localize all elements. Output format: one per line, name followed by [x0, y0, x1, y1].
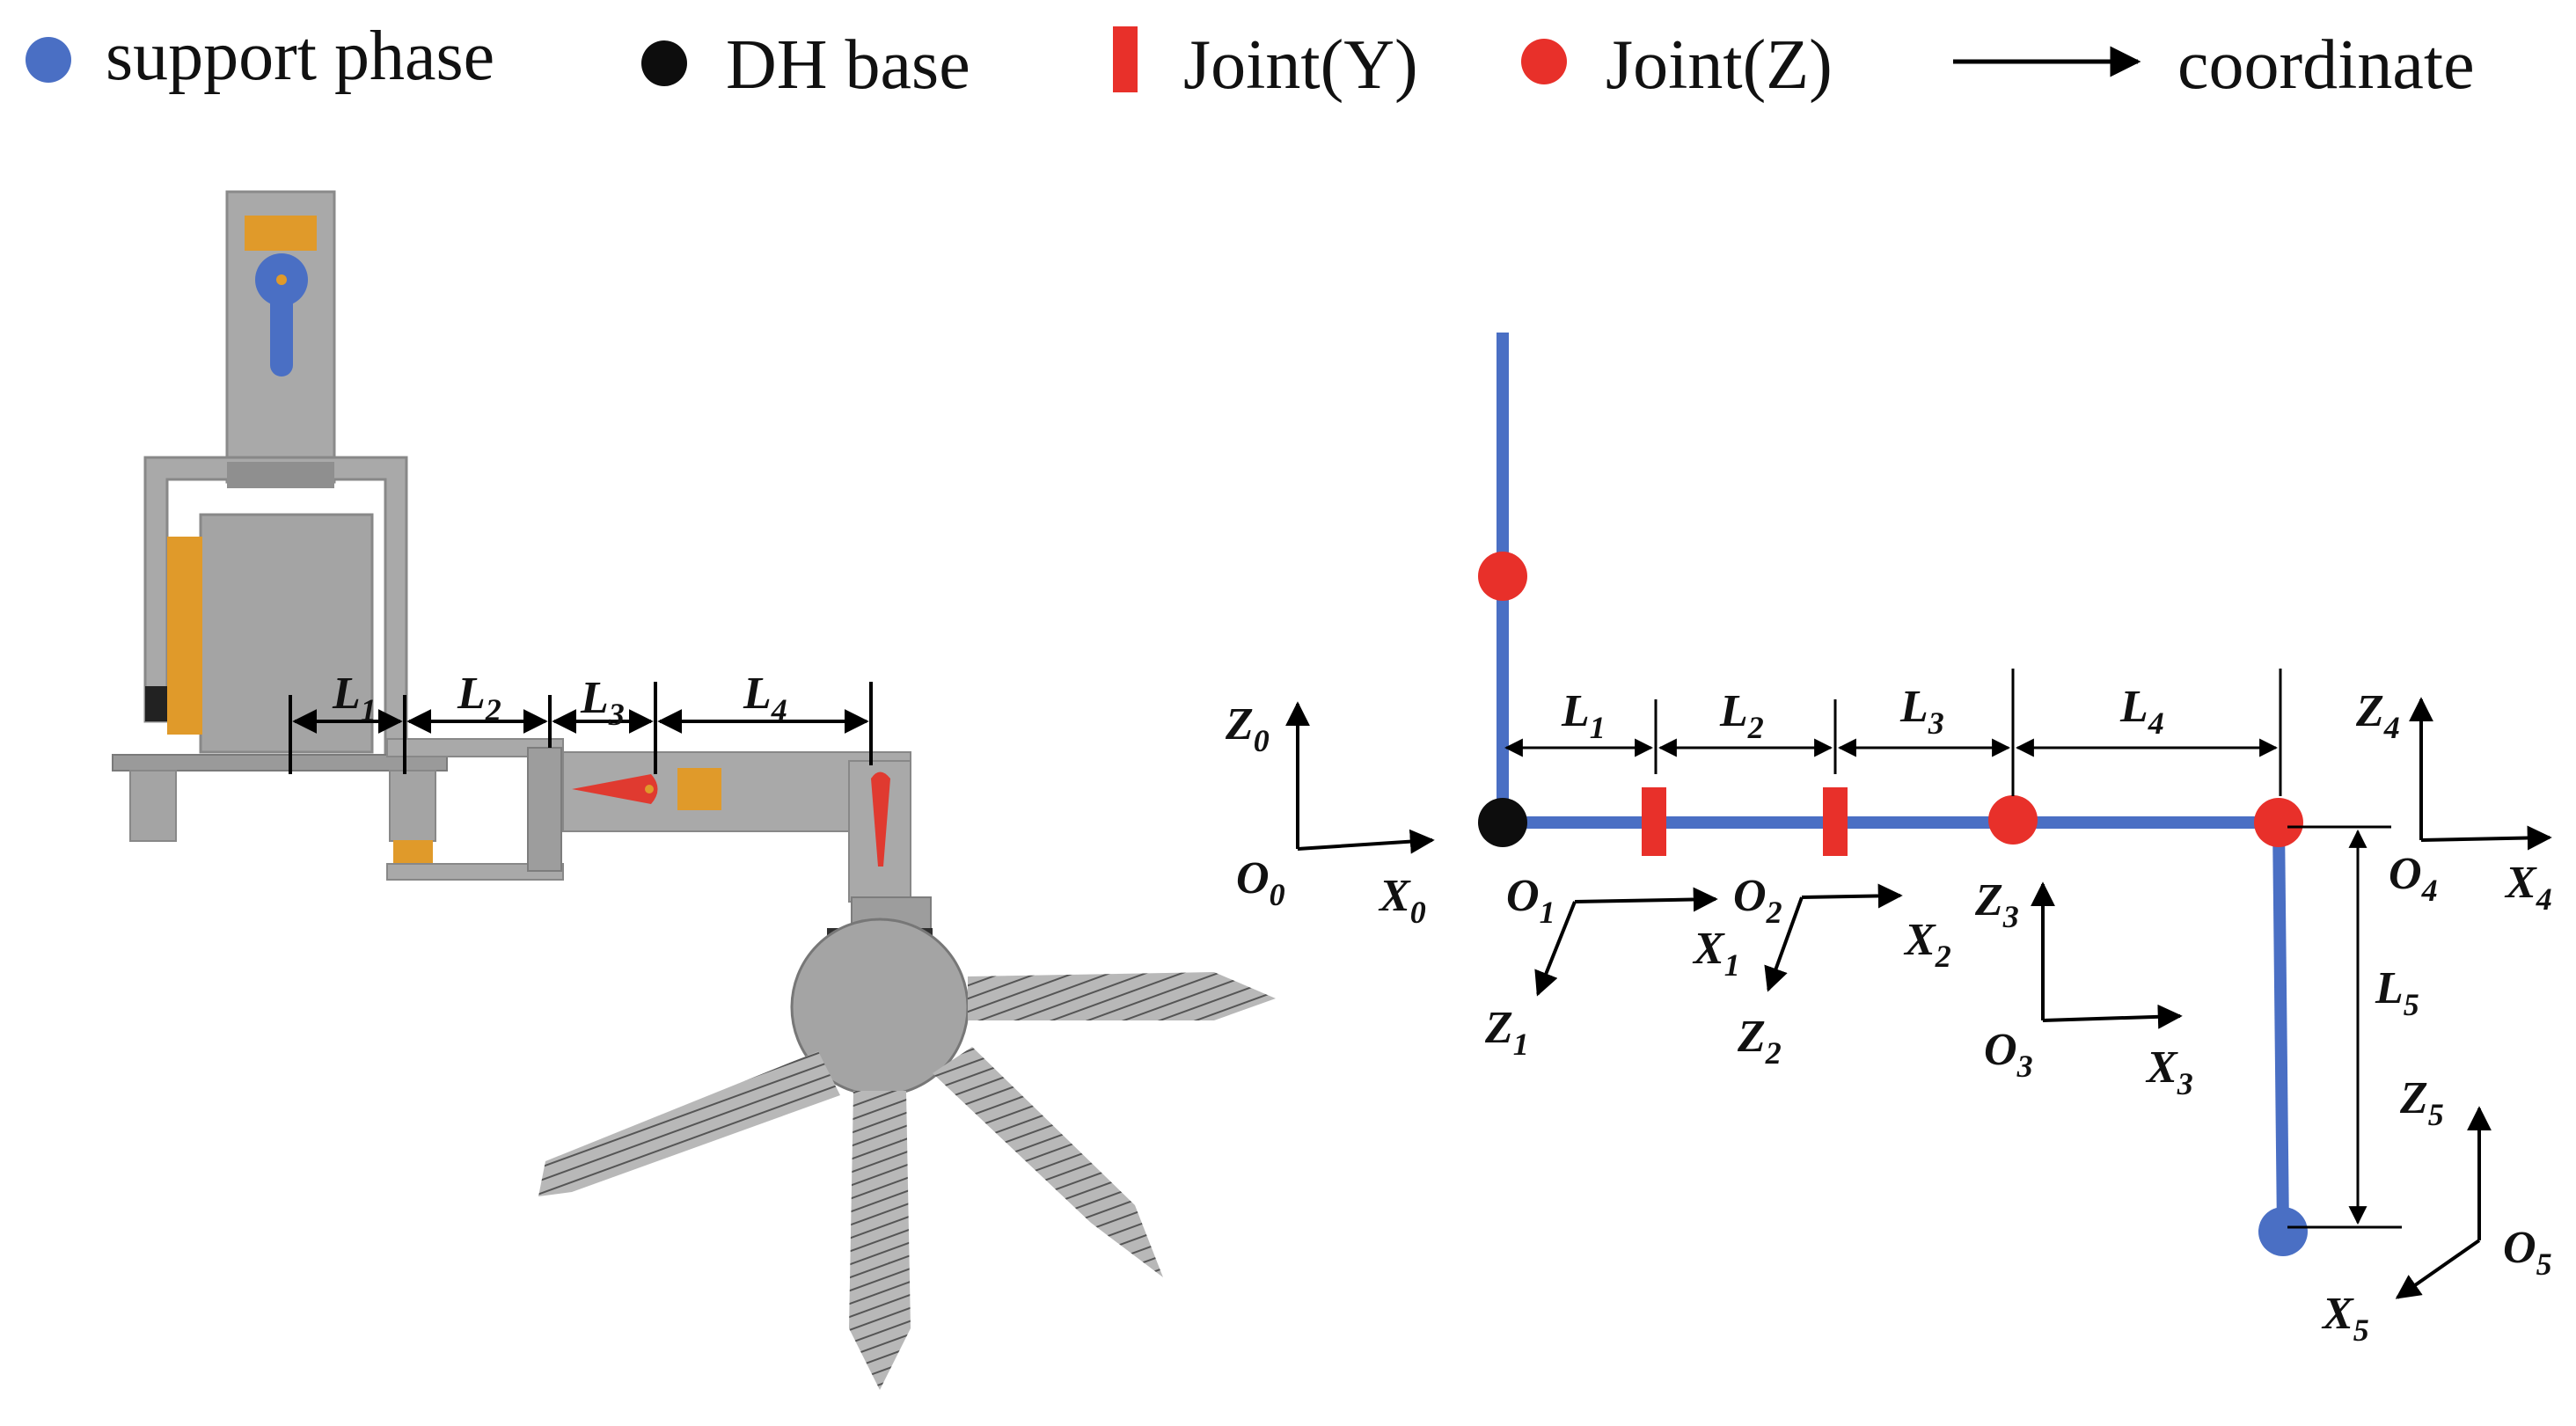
robot-label-L1: L1	[332, 669, 377, 728]
robot-top-bracket	[245, 216, 317, 251]
legend-label-joint-y: Joint(Y)	[1183, 26, 1418, 104]
robot-label-L4: L4	[743, 669, 787, 728]
legend-item-support-phase: support phase	[26, 18, 494, 95]
robot-screw-leg-right-lower	[933, 1047, 1163, 1277]
robot-red-lever-vertical	[871, 772, 890, 867]
frame-3-label-O: O3	[1984, 1025, 2033, 1084]
frame-5-label-O: O5	[2503, 1223, 2552, 1282]
frame-4-label-Z: Z4	[2355, 686, 2400, 745]
legend-label-support-phase: support phase	[106, 18, 494, 95]
robot-base-foot-right	[389, 770, 436, 842]
robot-base-foot-left	[129, 770, 177, 842]
frame-0-label-X: X0	[1378, 871, 1426, 930]
robot-label-L2: L2	[457, 669, 501, 728]
robot-screw-leg-bottom	[849, 1091, 911, 1390]
support-phase-marker	[26, 37, 71, 83]
frame-0	[1285, 701, 1435, 854]
joint-z-4	[2254, 798, 2303, 847]
legend-item-dh-base: DH base	[641, 26, 970, 104]
joint-y-1	[1642, 787, 1666, 856]
legend-label-dh-base: DH base	[726, 26, 970, 104]
robot-link-frame-bottom	[386, 863, 564, 881]
legend-label-coordinate: coordinate	[2177, 26, 2475, 104]
diagram-label-L5: L5	[2375, 963, 2419, 1022]
robot-illustration: L1 L2 L3 L4	[112, 190, 1276, 1390]
frame-4	[2409, 697, 2552, 851]
robot-forearm-orange-block	[677, 768, 721, 810]
robot-base-plate	[112, 754, 448, 772]
joint-y-2	[1823, 787, 1848, 856]
robot-u-frame-top	[227, 462, 334, 488]
frame-1	[1534, 887, 1718, 997]
diagram-label-L3: L3	[1899, 682, 1944, 741]
frame-1-label-Z: Z1	[1484, 1003, 1529, 1062]
robot-red-lever-horizontal	[572, 774, 658, 804]
robot-base-orange-pad	[393, 840, 433, 867]
joint-z-3	[1988, 795, 2038, 845]
frame-3-label-Z: Z3	[1974, 875, 2019, 934]
robot-label-L3: L3	[580, 673, 625, 732]
robot-link-frame	[386, 738, 564, 757]
legend-item-coordinate: coordinate	[1953, 26, 2475, 104]
diagram-label-L2: L2	[1719, 686, 1764, 745]
frame-3	[2031, 881, 2183, 1029]
frame-1-label-X: X1	[1692, 924, 1740, 983]
legend-item-joint-y: Joint(Y)	[1113, 26, 1418, 104]
frame-0-label-Z: Z0	[1225, 699, 1270, 758]
frame-1-label-O: O1	[1506, 871, 1555, 930]
frame-2	[1764, 883, 1903, 992]
dh-base-marker	[641, 40, 687, 86]
frame-5-label-X: X5	[2321, 1289, 2369, 1348]
legend-item-joint-z: Joint(Z)	[1521, 26, 1833, 104]
frame-2-label-O: O2	[1733, 871, 1782, 930]
frame-2-label-X: X2	[1903, 915, 1951, 974]
legend: support phase DH base Joint(Y) Joint(Z) …	[26, 18, 2475, 104]
dh-base-point	[1478, 798, 1527, 847]
frame-2-label-Z: Z2	[1737, 1012, 1782, 1071]
link-vertical-lower	[2272, 822, 2289, 1232]
joint-z-upper	[1478, 552, 1527, 601]
robot-link-frame-post	[527, 747, 562, 872]
robot-screw-leg-left	[538, 1051, 840, 1196]
robot-blue-servo-arm	[270, 280, 293, 377]
frame-0-label-O: O0	[1236, 853, 1285, 912]
frame-5-label-Z: Z5	[2399, 1073, 2444, 1132]
robot-red-lever-pin	[645, 785, 654, 793]
frame-5	[2395, 1106, 2492, 1299]
diagram-label-L1: L1	[1561, 686, 1606, 745]
kinematic-diagram: L1 L2 L3 L4 L5 Z0 O0 X0 O1 Z1 O2 X1 X2 Z…	[1225, 333, 2552, 1348]
frame-4-label-X: X4	[2504, 858, 2552, 917]
joint-y-marker	[1113, 26, 1138, 92]
diagram-label-L4: L4	[2119, 682, 2164, 741]
frame-4-label-O: O4	[2389, 849, 2438, 908]
robot-side-servo	[167, 537, 202, 735]
frame-3-label-X: X3	[2145, 1042, 2193, 1101]
joint-z-marker	[1521, 39, 1567, 84]
robot-body-dark-edge	[145, 686, 167, 721]
robot-screw-leg-right-upper	[968, 972, 1276, 1020]
legend-label-joint-z: Joint(Z)	[1606, 26, 1833, 104]
support-phase-foot	[2258, 1207, 2308, 1256]
robot-blue-hub-dot	[276, 274, 287, 285]
robot-dimension-lines	[289, 682, 873, 774]
diagram-dimension-lines	[1504, 669, 2402, 1229]
